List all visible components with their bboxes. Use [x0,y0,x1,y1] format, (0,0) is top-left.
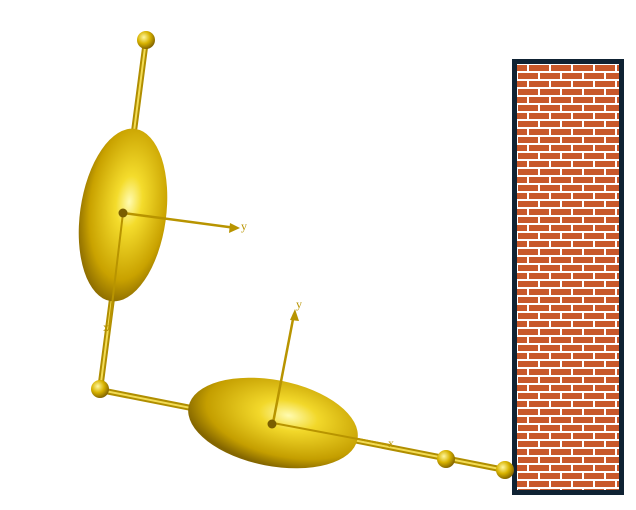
upper-com-dot [118,208,128,218]
upper-frame-axes: y x [103,211,247,334]
lower-y-arrowhead [290,309,299,321]
lower-frame-axes: y x [271,297,394,450]
lower-y-axis [271,313,296,424]
upper-y-axis [122,211,237,230]
upper-x-axis [108,212,124,331]
lower-x-label: x [388,436,394,450]
elbow-joint-sphere [91,380,109,398]
brick-wall [512,59,624,495]
lower-x-axis [272,422,391,446]
end-effector-sphere [496,461,514,479]
lower-com-dot [267,419,277,429]
wrist-joint-sphere [437,450,455,468]
robot-arm: y x y x [78,31,514,479]
top-joint-sphere [137,31,155,49]
upper-y-label: y [241,219,247,233]
lower-y-label: y [296,297,302,311]
wall-bricks [517,64,619,490]
upper-x-label: x [103,320,109,334]
upper-y-arrowhead [229,223,240,233]
